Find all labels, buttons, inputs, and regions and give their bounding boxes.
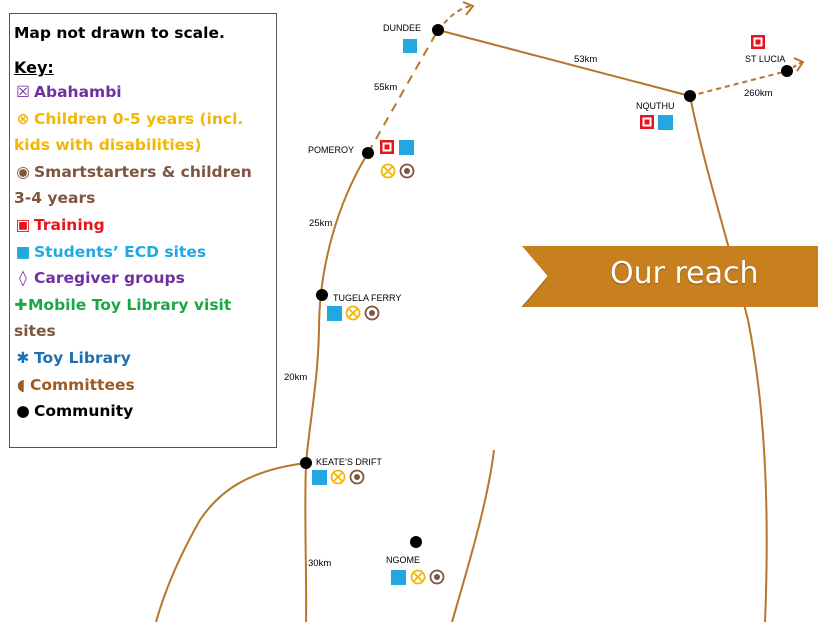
ecd-site-icon	[327, 306, 342, 321]
place-label-stlucia: ST LUCIA	[745, 54, 785, 64]
legend-item-training: ▣Training	[14, 212, 272, 239]
legend-label: Children 0-5 years (incl.	[34, 109, 244, 128]
legend-label: Caregiver groups	[34, 269, 185, 288]
smartstarters-icon	[399, 163, 415, 179]
legend-item-ecd-sites: ■Students’ ECD sites	[14, 239, 272, 266]
banner-ribbon	[522, 246, 818, 307]
ecd-site-icon	[391, 570, 406, 585]
community-dot-ngome	[410, 536, 422, 548]
legend-label-cont: sites	[14, 322, 56, 341]
legend-item-toy-library: ✱Toy Library	[14, 345, 272, 372]
boxed-square-icon: ▣	[15, 215, 31, 234]
community-dot-keates	[300, 457, 312, 469]
legend-label: Mobile Toy Library visit	[28, 295, 232, 314]
ecd-site-icon	[403, 39, 417, 53]
legend-label: Smartstarters & children	[34, 162, 252, 181]
legend-item-committees: ◖Committees	[14, 372, 272, 399]
ecd-site-icon	[399, 140, 414, 155]
community-dot-stlucia	[781, 65, 793, 77]
smartstarters-icon	[429, 569, 445, 585]
place-label-ngome: NGOME	[386, 555, 420, 565]
legend-item-smartstarters: ◉Smartstarters & children 3-4 years	[14, 159, 272, 212]
legend-label: Community	[34, 402, 134, 421]
half-circle-icon: ◖	[16, 375, 26, 394]
distance-label-pomeroy-dundee: 55km	[374, 82, 397, 93]
road-pomeroy-keates	[304, 152, 369, 622]
diamond-icon: ◊	[19, 269, 27, 288]
road-keates-sw	[155, 462, 307, 622]
distance-label-nquthu-stlucia: 260km	[744, 88, 773, 99]
legend-item-children: ⊗Children 0-5 years (incl. kids with dis…	[14, 106, 272, 159]
legend-label-cont: kids with disabilities)	[14, 136, 202, 155]
training-icon	[640, 115, 654, 129]
smartstarters-icon	[364, 305, 380, 321]
legend-item-mobile-toy-library: ✚Mobile Toy Library visit sites	[14, 292, 272, 345]
banner-title: Our reach	[610, 256, 759, 291]
boxed-x-icon: ☒	[16, 83, 30, 101]
blue-square-icon: ■	[15, 242, 31, 261]
legend-label: Committees	[30, 375, 135, 394]
distance-label-keates-ngome: 30km	[308, 558, 331, 569]
community-dot-dundee	[432, 24, 444, 36]
road-nquthu-south	[689, 95, 768, 622]
road-dundee-nquthu	[437, 29, 691, 97]
place-label-keates: KEATE’S DRIFT	[316, 457, 382, 467]
legend-label: Abahambi	[34, 83, 122, 101]
children-icon	[380, 163, 396, 179]
children-icon	[330, 469, 346, 485]
training-icon	[751, 35, 765, 49]
legend-label-cont: 3-4 years	[14, 189, 96, 208]
legend-item-abahambi: ☒Abahambi	[14, 79, 272, 106]
plus-icon: ✚	[14, 295, 28, 314]
place-label-pomeroy: POMEROY	[308, 145, 354, 155]
children-icon	[410, 569, 426, 585]
arrowhead-east	[793, 57, 805, 72]
place-label-nquthu: NQUTHU	[636, 101, 675, 111]
distance-label-tugela-keates: 20km	[284, 372, 307, 383]
legend-label: Students’ ECD sites	[34, 242, 207, 261]
smartstarters-icon	[349, 469, 365, 485]
community-dot-pomeroy	[362, 147, 374, 159]
road-nquthu-stlucia	[689, 70, 788, 97]
legend-item-community: ●Community	[14, 398, 272, 425]
circled-dot-icon: ◉	[16, 162, 30, 181]
place-label-tugela: TUGELA FERRY	[333, 293, 401, 303]
community-dot-nquthu	[684, 90, 696, 102]
ecd-site-icon	[312, 470, 327, 485]
ecd-site-icon	[658, 115, 673, 130]
legend-item-caregiver: ◊ Caregiver groups	[14, 265, 272, 292]
road-pomeroy-dundee	[367, 29, 439, 154]
legend-box: Map not drawn to scale. Key: ☒Abahambi ⊗…	[9, 13, 277, 448]
training-icon	[380, 140, 394, 154]
distance-label-pomeroy-tugela: 25km	[309, 218, 332, 229]
place-label-dundee: DUNDEE	[383, 23, 421, 33]
asterisk-icon: ✱	[16, 348, 30, 367]
arrowhead-north	[462, 1, 475, 16]
circled-x-icon: ⊗	[16, 109, 30, 128]
legend-note: Map not drawn to scale.	[14, 24, 225, 42]
banner-fold-shadow	[521, 276, 549, 308]
children-icon	[345, 305, 361, 321]
community-dot-tugela	[316, 289, 328, 301]
legend-heading: Key:	[14, 58, 54, 77]
road-ngome	[451, 449, 495, 622]
legend-label: Training	[34, 215, 105, 234]
legend-label: Toy Library	[34, 348, 131, 367]
distance-label-dundee-nquthu: 53km	[574, 54, 597, 65]
dot-icon: ●	[16, 402, 30, 421]
